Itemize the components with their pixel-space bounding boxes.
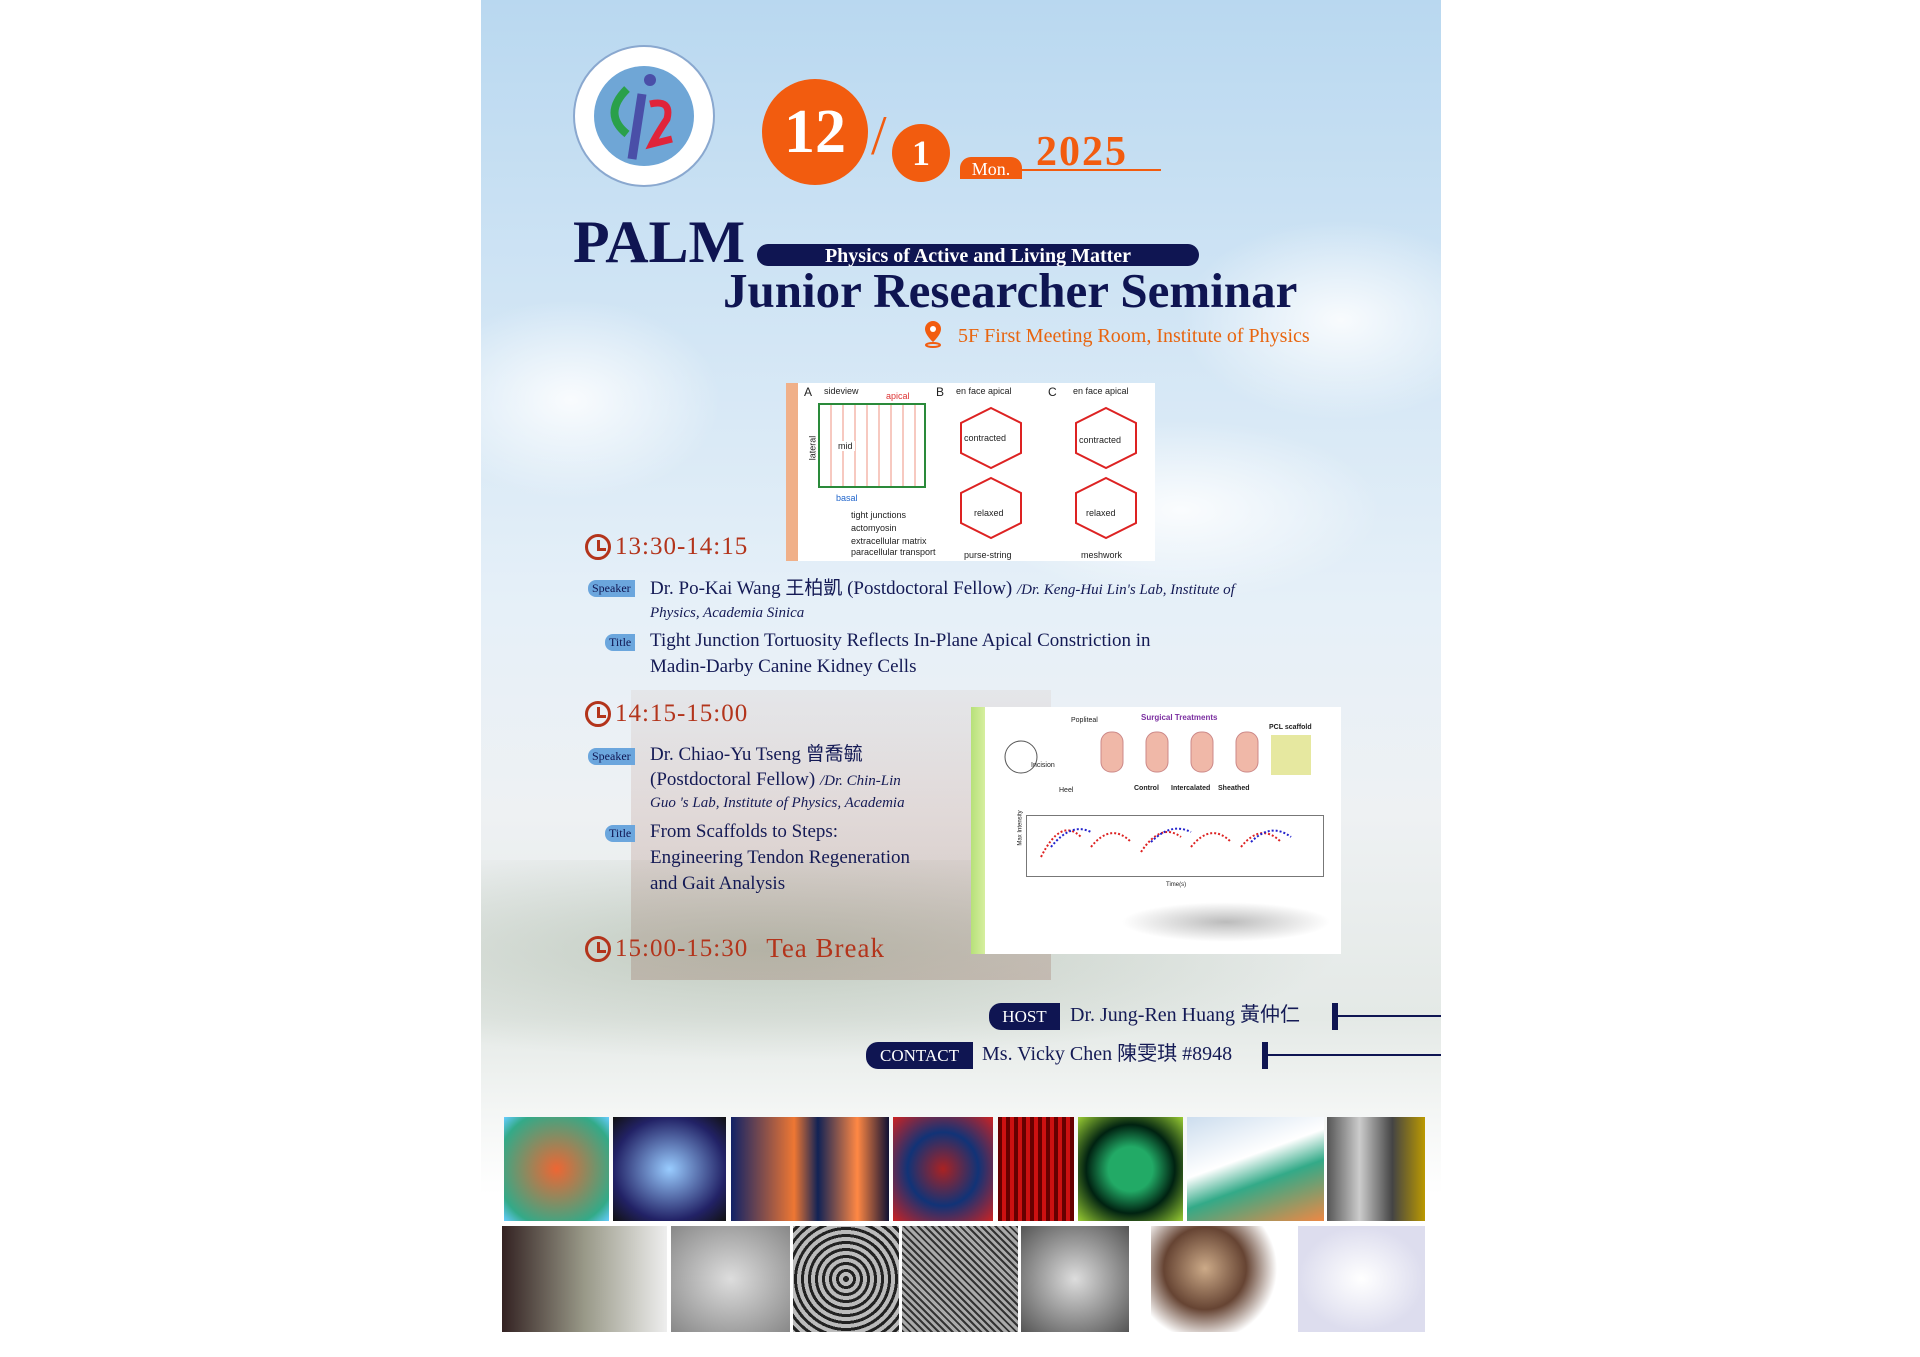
session-2-time: 14:15-15:00 (585, 700, 748, 728)
weekday-badge: Mon. (960, 157, 1022, 179)
contact-rule (1268, 1054, 1441, 1056)
host-divider (1332, 1003, 1338, 1030)
speaker-name: Dr. Po-Kai Wang 王柏凱 (Postdoctoral Fellow… (650, 578, 1013, 599)
session-2-title-line3: and Gait Analysis (650, 873, 786, 894)
speaker-affiliation: /Dr. Keng-Hui Lin's Lab, Institute of (1017, 582, 1235, 598)
session-1-title-line2: Madin-Darby Canine Kidney Cells (650, 656, 917, 677)
research-image-pattern (1021, 1226, 1129, 1332)
figure-tendon-gait: Popliteal Incision Heel Surgical Treatme… (971, 707, 1341, 954)
title-badge: Title (605, 634, 636, 651)
research-image-red-blue (893, 1117, 993, 1221)
tea-break-label: Tea Break (766, 933, 886, 963)
date-underline (1022, 169, 1161, 171)
contact-label: CONTACT (866, 1042, 973, 1069)
session-2-speaker: Dr. Chiao-Yu Tseng 曾喬毓 (650, 744, 863, 765)
date-month: 12 (762, 79, 868, 185)
seminar-poster: 12 / 1 Mon. 2025 PALM Physics of Active … (481, 0, 1441, 1357)
time-text: 15:00-15:30 (615, 934, 749, 962)
speaker-affiliation-cont: Physics, Academia Sinica (650, 605, 805, 621)
time-text: 14:15-15:00 (615, 700, 749, 727)
research-image-physics-glyph (731, 1117, 889, 1221)
label-mid: mid (836, 441, 855, 451)
research-image-cells-bw (793, 1226, 899, 1332)
research-image-simulation (504, 1117, 609, 1221)
session-1-time: 13:30-14:15 (585, 533, 748, 561)
seminar-title: Junior Researcher Seminar (723, 263, 1298, 318)
host-name: Dr. Jung-Ren Huang 黃仲仁 (1070, 1004, 1300, 1026)
subtitle-pill: Physics of Active and Living Matter (757, 244, 1199, 267)
figure-tight-junction: A sideview apical mid lateral basal tigh… (786, 383, 1155, 561)
time-text: 13:30-14:15 (615, 533, 749, 560)
location-pin-icon (925, 321, 941, 348)
host-label: HOST (989, 1003, 1060, 1030)
session-1-title-line1: Tight Junction Tortuosity Reflects In-Pl… (650, 630, 1151, 651)
research-image-shells (1151, 1226, 1286, 1332)
research-image-device (613, 1117, 726, 1221)
host-rule (1338, 1015, 1441, 1017)
speaker-badge: Speaker (588, 748, 635, 765)
date-day: 1 (892, 124, 950, 182)
research-image-lab (502, 1226, 667, 1332)
research-image-petri (671, 1226, 790, 1332)
clock-icon (585, 534, 611, 560)
session-2-title-line2: Engineering Tendon Regeneration (650, 847, 911, 868)
session-1-speaker: Dr. Po-Kai Wang 王柏凱 (Postdoctoral Fellow… (650, 576, 1235, 603)
palm-title: PALM (573, 209, 746, 275)
contact-divider (1262, 1042, 1268, 1069)
research-image-green-cells (1078, 1117, 1183, 1221)
session-2-title-line1: From Scaffolds to Steps: (650, 821, 839, 842)
session-2-speaker-cont: (Postdoctoral Fellow) /Dr. Chin-Lin (650, 767, 901, 794)
title-badge: Title (605, 825, 636, 842)
research-image-network (902, 1226, 1018, 1332)
research-image-microscopy (1327, 1117, 1425, 1221)
research-image-chip (1187, 1117, 1324, 1221)
institute-logo (573, 45, 715, 187)
speaker-affiliation: /Dr. Chin-Lin (819, 773, 901, 789)
speaker-affiliation-cont: Guo 's Lab, Institute of Physics, Academ… (650, 795, 905, 811)
contact-name: Ms. Vicky Chen 陳雯琪 #8948 (982, 1043, 1233, 1065)
date-slash: / (871, 105, 887, 167)
location-text: 5F First Meeting Room, Institute of Phys… (958, 325, 1310, 347)
speaker-badge: Speaker (588, 580, 635, 597)
research-image-polymer (1298, 1226, 1425, 1332)
tea-break-time: 15:00-15:30 Tea Break (585, 933, 885, 964)
clock-icon (585, 935, 611, 962)
date-year: 2025 (1036, 129, 1128, 175)
clock-icon (585, 701, 611, 727)
research-image-red-stripes (998, 1117, 1074, 1221)
speaker-role: (Postdoctoral Fellow) (650, 769, 816, 790)
